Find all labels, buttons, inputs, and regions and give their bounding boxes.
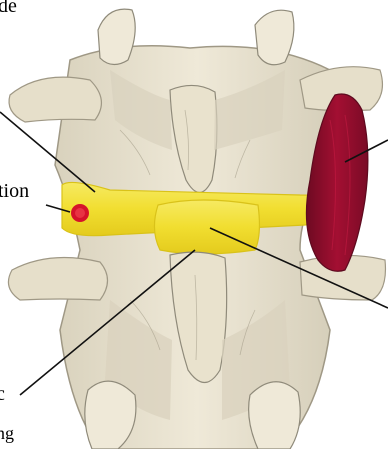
herniation-marker [71, 204, 89, 222]
label-top-fragment: de [0, 0, 17, 16]
label-left-fragment: tion [0, 181, 29, 201]
label-bottom-fragment-2: ng [0, 424, 14, 442]
label-bottom-fragment-1: c [0, 384, 5, 404]
